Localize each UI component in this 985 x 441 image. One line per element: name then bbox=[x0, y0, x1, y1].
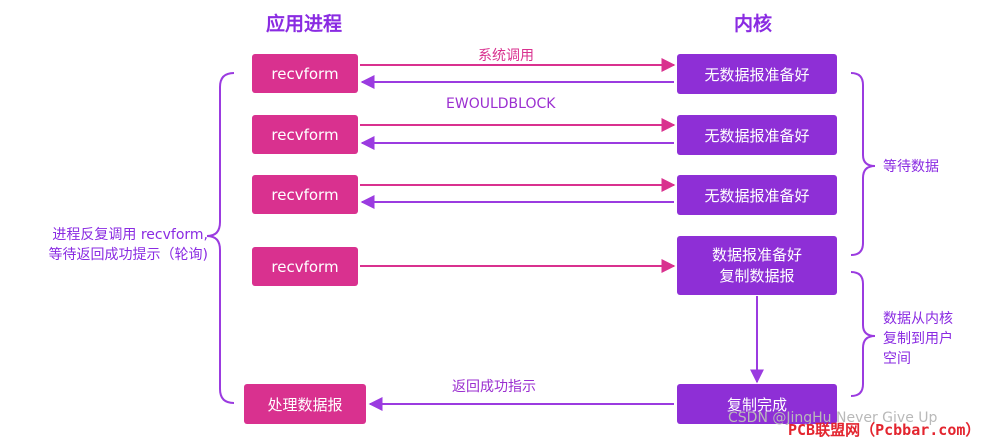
right-brace-copy bbox=[850, 271, 876, 397]
kernel-box-no-data-2: 无数据报准备好 bbox=[677, 115, 837, 155]
left-brace bbox=[206, 72, 235, 404]
kernel-box-no-data-3: 无数据报准备好 bbox=[677, 175, 837, 215]
watermark-pcbbar: PCB联盟网（Pcbbar.com） bbox=[788, 421, 981, 439]
app-box-recvform-4: recvform bbox=[252, 247, 358, 286]
right-brace-text-copy-line2: 复制到用户 bbox=[883, 331, 953, 347]
kernel-box-data-ready-line1: 数据报准备好 bbox=[711, 245, 802, 264]
right-brace-text-copy-line3: 空间 bbox=[883, 351, 911, 367]
kernel-box-data-ready-line2: 复制数据报 bbox=[719, 266, 795, 285]
label-syscall: 系统调用 bbox=[478, 48, 534, 64]
app-box-process-datagram: 处理数据报 bbox=[244, 384, 366, 424]
app-box-recvform-3: recvform bbox=[252, 175, 358, 214]
kernel-box-no-data-1: 无数据报准备好 bbox=[677, 54, 837, 94]
app-box-recvform-2: recvform bbox=[252, 115, 358, 154]
left-brace-text-line1: 进程反复调用 recvform, bbox=[52, 227, 208, 243]
kernel-box-data-ready: 数据报准备好 复制数据报 bbox=[677, 236, 837, 295]
right-brace-text-wait: 等待数据 bbox=[883, 159, 939, 175]
watermark-csdn: CSDN @JingHu Never Give Up bbox=[728, 410, 938, 426]
right-brace-wait bbox=[850, 72, 876, 256]
kernel-box-copy-done: 复制完成 bbox=[677, 384, 837, 424]
left-brace-text-line2: 等待返回成功提示（轮询) bbox=[48, 247, 208, 263]
right-brace-text-copy: 数据从内核 复制到用户 空间 bbox=[883, 309, 953, 369]
app-box-recvform-1: recvform bbox=[252, 54, 358, 93]
label-return-ok: 返回成功指示 bbox=[452, 379, 536, 395]
header-kernel: 内核 bbox=[734, 13, 773, 35]
right-brace-text-copy-line1: 数据从内核 bbox=[883, 311, 953, 327]
left-brace-text: 进程反复调用 recvform, 等待返回成功提示（轮询) bbox=[3, 225, 208, 265]
header-app-process: 应用进程 bbox=[266, 13, 343, 35]
label-ewouldblock: EWOULDBLOCK bbox=[446, 96, 556, 112]
